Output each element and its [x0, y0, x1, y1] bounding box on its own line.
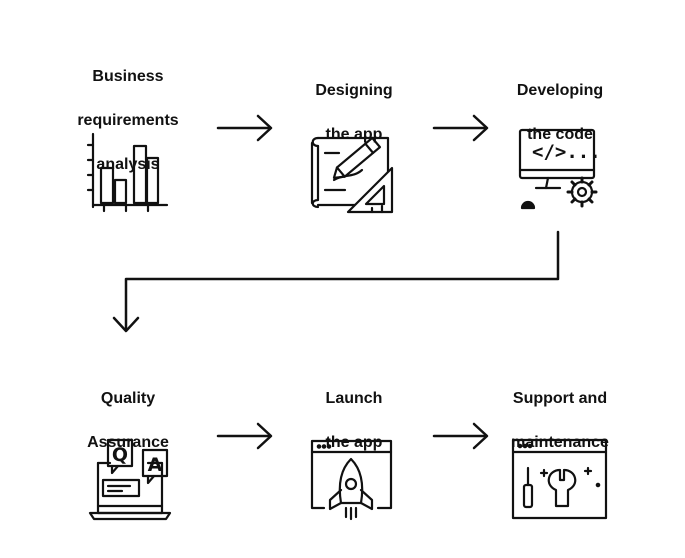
a-letter: A — [148, 454, 163, 476]
step-label-launch-line-1: Launch — [325, 390, 383, 407]
browser-rocket-icon — [310, 439, 393, 521]
step-label-qa-line-1: Quality — [100, 390, 156, 407]
arrow-launch-to-support — [432, 422, 489, 450]
arrow-design-to-develop — [432, 114, 489, 142]
arrow-business-to-design — [216, 114, 273, 142]
step-label-support-line-1: Support and — [512, 390, 608, 407]
step-label-design-line-1: Designing — [315, 82, 393, 99]
code-monitor-gear-icon — [518, 128, 598, 210]
step-label-develop-line-1: Developing — [516, 82, 604, 99]
laptop-qa-icon — [88, 438, 172, 521]
arrow-develop-to-qa — [112, 230, 560, 333]
blueprint-pencil-icon — [310, 136, 394, 214]
step-label-business-line-2: requirements — [77, 112, 179, 129]
browser-tools-icon — [511, 438, 608, 520]
step-label-launch-line-2: the app — [325, 434, 383, 451]
arrow-qa-to-launch — [216, 422, 273, 450]
step-label-support: Support and maintenance — [480, 366, 640, 476]
step-label-business-line-1: Business — [92, 68, 164, 85]
code-symbol: </>... — [532, 141, 601, 163]
bar-chart-icon — [86, 132, 169, 213]
step-label-launch: Launch the app — [274, 366, 434, 476]
q-letter: Q — [112, 444, 128, 466]
step-label-support-line-2: maintenance — [511, 434, 609, 451]
